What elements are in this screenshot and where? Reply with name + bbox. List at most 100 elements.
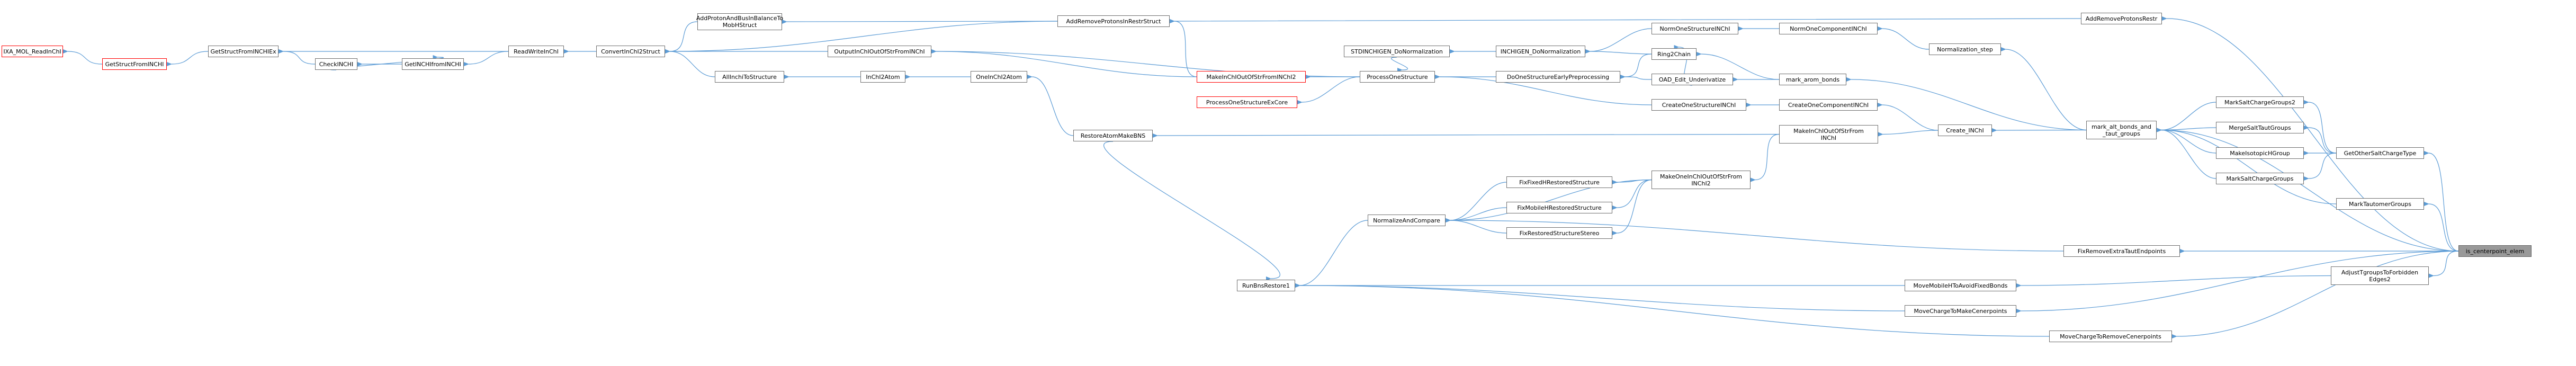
edge-movechargetomakecenerpoints-to-runbnsrestore1 — [1295, 283, 1905, 311]
node-movemobilehtoavoidfixedbonds[interactable]: MoveMobileHToAvoidFixedBonds — [1905, 280, 2016, 291]
node-checkinchi[interactable]: CheckINCHI — [315, 58, 357, 70]
node-normonestructureinchi[interactable]: NormOneStructureINChI — [1651, 23, 1738, 34]
node-movechargetoremovecenerpoints[interactable]: MoveChargeToRemoveCenerpoints — [2049, 331, 2172, 342]
node-mark-alt-bonds-and-taut-groups[interactable]: mark_alt_bonds_and _taut_groups — [2086, 121, 2157, 139]
node-restoreatommakebns[interactable]: RestoreAtomMakeBNS — [1073, 130, 1153, 141]
edge-createonestructureinchi-to-processonestructure — [1434, 74, 1652, 105]
edge-fixmobilehrestoredstructure-to-normalizeandcompare — [1445, 207, 1507, 223]
node-is-centerpoint-elem[interactable]: is_centerpoint_elem — [2458, 245, 2532, 257]
node-normalizeandcompare[interactable]: NormalizeAndCompare — [1368, 215, 1446, 226]
edge-marksaltchargegroups-to-mark_alt_bonds_and_taut_groups — [2156, 128, 2216, 179]
edge-makeoneinchioutofstrfrominchi2-to-fixrestoredstructurestereo — [1612, 179, 1652, 236]
node-mergesalttautgroups[interactable]: MergeSaltTautGroups — [2216, 122, 2304, 133]
node-convertinchi2struct[interactable]: ConvertInChI2Struct — [596, 46, 665, 57]
edge-restoreatommakebns-to-oneinchi2atom — [1027, 74, 1074, 136]
edge-is_centerpoint_elem-to-getotherssaltchargetype — [2424, 150, 2459, 252]
node-adjusttgroupstoforbiddenedges2[interactable]: AdjustTgroupsToForbidden Edges2 — [2331, 266, 2429, 285]
edge-addremoveprotonsinrestrstruct-to-addprotonandbusinbalance — [782, 20, 1058, 24]
edge-fixfixedhrestoredstructure-to-normalizeandcompare — [1445, 182, 1507, 223]
node-addremoveprotonsinrestrstruct[interactable]: AddRemoveProtonsInRestrStruct — [1057, 15, 1170, 27]
edge-checkinchi-to-getstructfrominchiex — [278, 49, 316, 65]
edge-oad_edit_underivatize-to-doonestructureearlypreprocessing — [1620, 74, 1652, 80]
edge-mark_arom_bonds-to-ring2chain — [1696, 51, 1780, 80]
edge-normonestructureinchi-to-inchigen_donormalization — [1585, 28, 1652, 54]
node-marksaltchargegroups2[interactable]: MarkSaltChargeGroups2 — [2216, 96, 2304, 108]
node-ring2chain[interactable]: Ring2Chain — [1651, 48, 1697, 60]
node-getstructfrominchi[interactable]: GetStructFromINCHI — [102, 58, 167, 70]
node-createonestructureinchi[interactable]: CreateOneStructureINChI — [1651, 99, 1746, 111]
edge-create_inchi-to-createonecomponentinchi — [1877, 102, 1938, 131]
node-inchi2atom[interactable]: InChI2Atom — [860, 71, 905, 83]
edge-processonestructure-to-processonestructureexcore — [1297, 76, 1360, 105]
edge-create_inchi-to-makeinchioutofstrfrominchi — [1878, 130, 1938, 137]
edge-makeisotopichgroup-to-mark_alt_bonds_and_taut_groups — [2156, 128, 2216, 154]
node-addremoveprotonsrestr[interactable]: AddRemoveProtonsRestr — [2081, 13, 2162, 24]
edge-makeinchioutofstrfrominchi2-to-outputinchioutofstrfrominchi — [931, 49, 1197, 77]
edge-getotherssaltchargetype-to-marksalttchargegroups2 — [2303, 100, 2337, 154]
edge-is_centerpoint_elem-to-mark_alt_bonds_and_taut_groups — [2156, 128, 2459, 252]
edge-is_centerpoint_elem-to-addremoveprotonsrestr — [2161, 16, 2459, 252]
node-runbnsrestore1[interactable]: RunBnsRestore1 — [1237, 280, 1295, 291]
node-processonestructure[interactable]: ProcessOneStructure — [1360, 71, 1435, 83]
node-makeinchioutofstrfrominchi2[interactable]: MakeInChIOutOfStrFromINChI2 — [1197, 71, 1306, 83]
edge-ring2chain-to-inchigen_donormalization — [1585, 49, 1652, 55]
node-stdinchigen-donormalization[interactable]: STDINCHIGEN_DoNormalization — [1344, 46, 1450, 57]
edge-addprotonandbusinbalance-to-convertinchi2struct — [665, 21, 698, 54]
node-fixremoveextratautendpoints[interactable]: FixRemoveExtraTautEndpoints — [2063, 245, 2180, 257]
edge-normalizeandcompare-to-runbnsrestore1 — [1295, 220, 1368, 288]
node-outputinchioutofstrfrominchi[interactable]: OutputInChIOutOfStrFromINChI — [828, 46, 931, 57]
edge-addremoveprotonsrestr-to-addremoveprotonsinrestrstruct — [1169, 18, 2081, 24]
node-makeoneinchioutofstrfrominchi2[interactable]: MakeOneInChIOutOfStrFrom INChI2 — [1651, 171, 1751, 189]
node-inchigen-donormalization[interactable]: INCHIGEN_DoNormalization — [1496, 46, 1585, 57]
edge-makeoneinchioutofstrfrominchi2-to-fixmobilehrestoredstructure — [1612, 179, 1652, 210]
node-getstructfrominchiex[interactable]: GetStructFromINCHIEx — [208, 46, 279, 57]
edge-ring2chain-to-doonestructureearlypreprocessing — [1620, 53, 1652, 79]
node-doonestructureearlypreprocessing[interactable]: DoOneStructureEarlyPreprocessing — [1496, 71, 1620, 83]
edge-getstructfrominchiex-to-getstructfrominchi — [166, 51, 209, 67]
edge-readwriteinchi-to-getinchifrominchi — [463, 51, 509, 67]
edge-fixremoveextratautendpoints-to-normalizeandcompare — [1445, 218, 2064, 252]
node-ixa-mol-readinchi[interactable]: IXA_MOL_ReadInChI — [2, 46, 63, 57]
node-create-inchi[interactable]: Create_INChI — [1938, 124, 1992, 136]
node-marktautomergroups[interactable]: MarkTautomerGroups — [2336, 198, 2424, 210]
edge-is_centerpoint_elem-to-movechargetomakecenerpoints — [2016, 251, 2459, 314]
edge-is_centerpoint_elem-to-adjusttgroupstoforbiddenedges2 — [2428, 251, 2459, 278]
edge-getotherssaltchargetype-to-mergesalttautgroups — [2303, 125, 2337, 154]
node-fixmobilehrestoredstructure[interactable]: FixMobileHRestoredStructure — [1506, 202, 1612, 213]
edge-allinchitostructure-to-convertinchi2struct — [665, 49, 715, 77]
node-makeinchioutofstrfrominchi[interactable]: MakeInChIOutOfStrFrom INChI — [1779, 125, 1878, 144]
node-createonecomponentinchi[interactable]: CreateOneComponentINChI — [1779, 99, 1878, 111]
edge-makeinchioutofstrfrominchi-to-restoreatommakebns — [1152, 133, 1780, 138]
node-movechargetomakecenerpoints[interactable]: MoveChargeToMakeCenerpoints — [1905, 305, 2016, 317]
node-marksaltchargegroups[interactable]: MarkSaltChargeGroups — [2216, 173, 2304, 184]
node-getotherssaltchargetype[interactable]: GetOtherSaltChargeType — [2336, 147, 2424, 159]
edge-normalization_step-to-normonecomponentinchi — [1877, 26, 1929, 50]
node-readwriteinchi[interactable]: ReadWriteInChI — [508, 46, 564, 57]
node-makeisotopichgroup[interactable]: MakeIsotopicHGroup — [2216, 147, 2304, 159]
edge-makeinchioutofstrfrominchi2-to-addremoveprotonsinrestrstruct — [1169, 19, 1197, 77]
node-addprotonandbusinbalance[interactable]: AddProtonAndBusInBalanceTo MobHStruct — [696, 13, 783, 30]
edge-movechargetoremovecenerpoints-to-runbnsrestore1 — [1295, 283, 2050, 337]
edge-adjusttgroupstoforbiddenedges2-to-movemobilehtoavoidfixedbonds — [2016, 275, 2331, 288]
edge-marksalttchargegroups2-to-mark_alt_bonds_and_taut_groups — [2156, 102, 2216, 132]
edge-mark_alt_bonds_and_taut_groups-to-mark_arom_bonds — [1846, 77, 2087, 131]
node-oneinchi2atom[interactable]: OneInChI2Atom — [971, 71, 1027, 83]
edge-mark_alt_bonds_and_taut_groups-to-normalization_step — [2000, 47, 2087, 131]
node-normonecomponentinchi[interactable]: NormOneComponentINChI — [1779, 23, 1878, 34]
node-allinchitostructure[interactable]: AllInchiToStructure — [715, 71, 784, 83]
node-normalization-step[interactable]: Normalization_step — [1929, 43, 2001, 55]
edge-is_centerpoint_elem-to-marktautomergroups — [2424, 201, 2459, 252]
node-oad-edit-underivatize[interactable]: OAD_Edit_Underivatize — [1651, 74, 1733, 85]
node-getinchifrominchi[interactable]: GetINCHIfromINCHI — [402, 58, 464, 70]
node-processonestructureexcore[interactable]: ProcessOneStructureExCore — [1197, 96, 1297, 108]
edge-fixrestoredstructurestereo-to-normalizeandcompare — [1445, 218, 1507, 234]
edge-getstructfrominchi-to-ixa_mol_readinchi — [62, 49, 103, 65]
edge-marktautomergroups-to-mark_alt_bonds_and_taut_groups — [2156, 128, 2337, 204]
node-mark-arom-bonds[interactable]: mark_arom_bonds — [1779, 74, 1846, 85]
edge-getotherssaltchargetype-to-marksaltchargegroups — [2303, 153, 2337, 181]
node-fixrestoredstructurestereo[interactable]: FixRestoredStructureStereo — [1506, 227, 1612, 239]
edge-stdinchigen_donormalization-to-processonestructure — [1391, 57, 1408, 73]
node-fixfixedhrestoredstructure[interactable]: FixFixedHRestoredStructure — [1506, 176, 1612, 188]
